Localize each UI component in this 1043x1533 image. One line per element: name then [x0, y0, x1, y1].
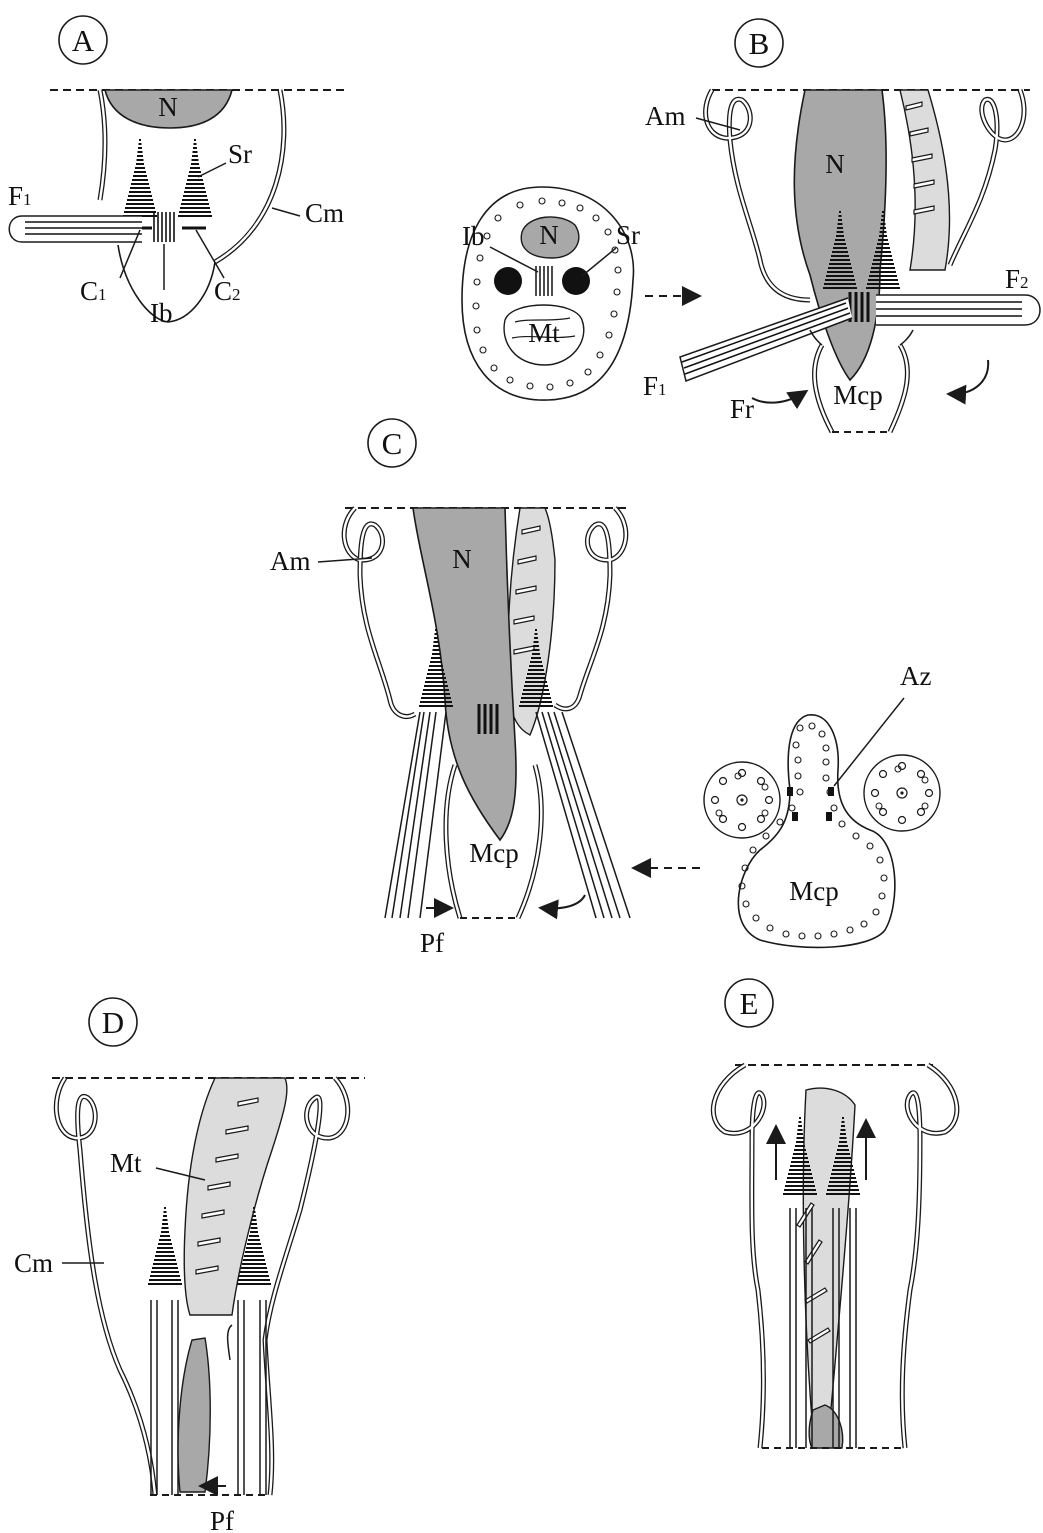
panel-b-flagellum-1	[680, 298, 852, 381]
panel-d-label-cell-membrane: Cm	[14, 1248, 53, 1278]
panel-a-label-cell-membrane: Cm	[305, 198, 344, 228]
panel-b-acrosomal-membrane-right	[950, 90, 1024, 265]
panel-a-leader-cm	[272, 208, 300, 216]
panel-b-mitochondrion	[900, 90, 950, 270]
panel-d-letter: D	[102, 1005, 124, 1040]
panel-d-flagellum-left	[151, 1300, 178, 1495]
panel-b-rotation-arrow-left	[752, 392, 805, 403]
panel-d: D	[14, 998, 365, 1533]
panel-b-flagellum-2	[876, 295, 1040, 325]
panel-b-inset-label-nucleus: N	[539, 220, 559, 250]
panel-c-inset-axoneme-left	[704, 762, 780, 838]
panel-b-label-flagellar-rotation: Fr	[730, 394, 754, 424]
panel-a-label-nucleus: N	[158, 92, 178, 122]
panel-b-leader-am	[696, 118, 740, 130]
panel-a-label-striated-root: Sr	[228, 139, 252, 169]
panel-d-cell-membrane-right	[265, 1078, 348, 1495]
panel-b: B N	[643, 19, 1040, 432]
panel-e-cell-membrane-left	[713, 1065, 764, 1448]
panel-c-label-midpiece: Mcp	[469, 838, 519, 868]
panel-c-inset: Mcp Az	[704, 661, 940, 947]
panel-c-acrosomal-membrane-right	[555, 508, 626, 709]
panel-c-inset-attachment-left-upper	[787, 787, 793, 796]
panel-b-inset-label-mitochondrion: Mt	[528, 318, 560, 348]
panel-c-rotation-arrow	[542, 895, 585, 908]
panel-c-letter: C	[382, 426, 403, 461]
panel-c-label-pocket-fold: Pf	[420, 928, 444, 958]
panel-c-acrosomal-membrane-left	[344, 508, 415, 716]
panel-e: E	[713, 979, 957, 1448]
panel-c-inset-attachment-right-upper	[828, 787, 834, 796]
panel-c-inset-label-attachment-zone: Az	[900, 661, 931, 691]
panel-d-label-mitochondrion: Mt	[110, 1148, 142, 1178]
panel-d-label-pocket-fold: Pf	[210, 1506, 234, 1533]
panel-c-inset-attachment-left-lower	[792, 812, 798, 821]
panel-b-label-midpiece: Mcp	[833, 380, 883, 410]
panel-b-rotation-arrow-right	[950, 360, 988, 394]
panel-c-label-acrosomal-membrane: Am	[270, 546, 311, 576]
panel-b-inset-label-intermediate-body: Ib	[462, 221, 485, 251]
panel-a-label-intermediate-body: Ib	[150, 298, 173, 328]
panel-c-inset-attachment-right-lower	[826, 812, 832, 821]
panel-a-leader-c2	[196, 230, 224, 278]
panel-c-flagellum-right	[536, 712, 630, 918]
panel-a-leader-sr	[198, 163, 226, 177]
panel-d-nucleus-remnant	[178, 1338, 210, 1492]
panel-c: C N	[270, 419, 700, 958]
panel-e-cell-membrane-right	[902, 1065, 957, 1448]
panel-c-flagellum-left	[385, 712, 446, 918]
panel-d-flagellum-right	[238, 1300, 266, 1495]
panel-e-letter: E	[740, 986, 759, 1021]
panel-b-inset: N Mt Ib Sr	[462, 187, 698, 400]
panel-c-inset-label-midpiece: Mcp	[789, 876, 839, 906]
panel-a-label-flagellum: F1	[8, 181, 32, 211]
panel-b-label-flagellum-2: F2	[1005, 264, 1029, 294]
panel-a-label-centriole-2: C2	[214, 276, 241, 306]
panel-c-inset-axoneme-right	[864, 755, 940, 831]
panel-b-label-flagellum-1: F1	[643, 371, 667, 401]
panel-a-label-centriole-1: C1	[80, 276, 107, 306]
panel-a-letter: A	[72, 23, 95, 58]
panel-c-label-nucleus: N	[452, 544, 472, 574]
panel-b-inset-root-left	[494, 267, 522, 295]
panel-a-cell-membrane	[215, 90, 284, 262]
panel-e-nucleus-remnant	[809, 1405, 843, 1448]
panel-d-mitochondrion	[184, 1078, 287, 1315]
panel-a-striated-root-left	[123, 140, 157, 216]
panel-b-letter: B	[749, 26, 770, 61]
panel-d-striated-root-left	[148, 1208, 182, 1284]
panel-b-inset-label-striated-root: Sr	[616, 220, 640, 250]
panel-a-striated-root-right	[178, 140, 212, 216]
panel-b-label-nucleus: N	[825, 149, 845, 179]
panel-d-cell-membrane-left	[56, 1078, 155, 1495]
panel-b-label-acrosomal-membrane: Am	[645, 101, 686, 131]
panel-a-flagellum	[9, 216, 142, 242]
panel-a: A N F1 Sr Cm	[8, 16, 345, 328]
panel-b-inset-root-right	[562, 267, 590, 295]
